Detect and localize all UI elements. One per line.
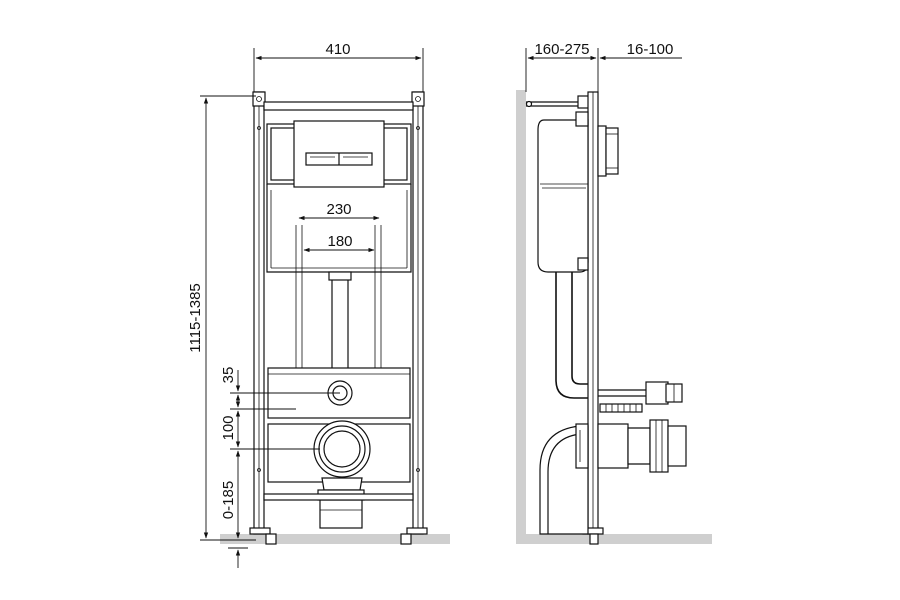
- inner-spacing-label: 180: [327, 233, 352, 250]
- side-frame: [582, 91, 604, 545]
- outer-spacing-label: 230: [326, 201, 351, 218]
- inner-spacing-dimension: 180: [303, 233, 375, 253]
- side-view: 160-275 16-100: [516, 41, 712, 545]
- depth-label: 160-275: [534, 41, 589, 58]
- side-floor: [516, 534, 712, 544]
- offset-label: 35: [220, 367, 237, 384]
- front-view: 410 1115-1385 230 180: [187, 41, 450, 568]
- side-inlet: [598, 381, 683, 413]
- height-dimension: 1115-1385: [187, 95, 256, 541]
- flush-pipe: [328, 271, 352, 368]
- wall-gap-dimension: 16-100: [599, 41, 682, 61]
- side-drain-elbow: [539, 423, 589, 535]
- outer-spacing-dimension: 230: [298, 201, 380, 221]
- side-flush-pipe: [555, 272, 588, 399]
- wall-bracket: [525, 95, 591, 109]
- side-drain-outlet: [597, 419, 687, 473]
- side-flush-plate: [597, 125, 619, 177]
- frame-uprights: [249, 91, 428, 545]
- left-vertical-dimensions: 35 100 0-185: [220, 367, 340, 568]
- wall-gap-label: 16-100: [627, 41, 674, 58]
- drain-label: 100: [220, 415, 237, 440]
- side-wall: [516, 90, 526, 534]
- front-floor: [220, 534, 450, 544]
- drain-assembly: [263, 420, 414, 529]
- width-dimension: 410: [253, 41, 424, 92]
- top-crossbar: [263, 101, 414, 111]
- flush-plate: [293, 120, 385, 188]
- height-label: 1115-1385: [187, 283, 204, 353]
- width-label: 410: [325, 41, 350, 58]
- side-cistern: [537, 111, 589, 273]
- floor-label: 0-185: [220, 481, 237, 519]
- depth-dimension: 160-275: [525, 41, 599, 92]
